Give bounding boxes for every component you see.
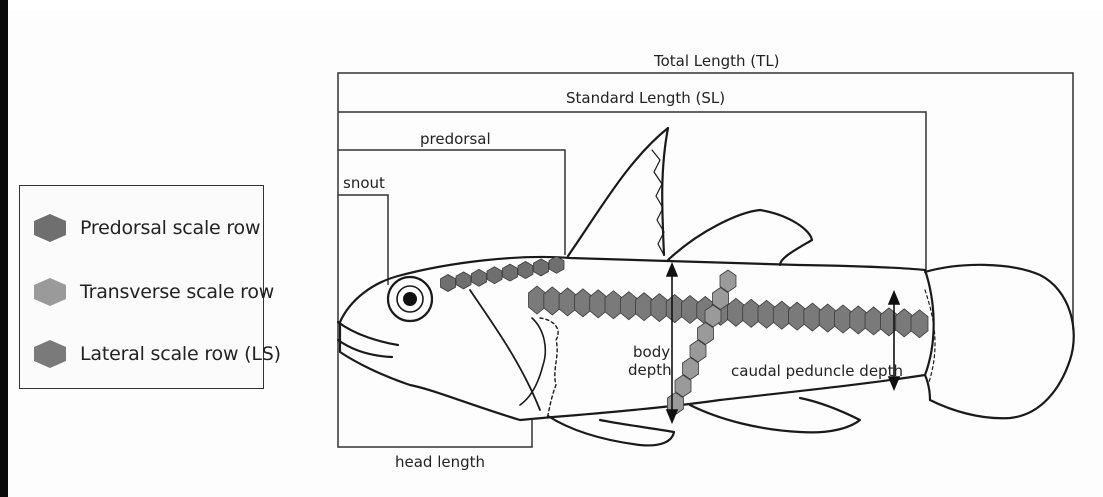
predorsal-scale: [487, 267, 502, 284]
lateral-scale: [865, 307, 882, 335]
legend-item-transverse: Transverse scale row: [34, 278, 274, 306]
transverse-scale-row: [668, 270, 737, 415]
lateral-scale: [620, 292, 637, 320]
lateral-scale: [835, 305, 852, 333]
lateral-scale: [896, 309, 913, 337]
lateral-scale: [758, 300, 775, 328]
second-dorsal-fin: [668, 210, 812, 265]
lateral-scale: [574, 289, 591, 317]
legend-label: Lateral scale row (LS): [80, 343, 281, 365]
legend: Predorsal scale row Transverse scale row…: [19, 185, 264, 389]
lateral-scale: [544, 287, 561, 315]
standard-length-label: Standard Length (SL): [566, 89, 725, 107]
lateral-scale: [804, 303, 821, 331]
legend-item-predorsal: Predorsal scale row: [34, 214, 260, 242]
snout-bracket: [338, 195, 388, 285]
caudal-fin: [925, 265, 1074, 418]
total-length-label: Total Length (TL): [653, 52, 780, 70]
lateral-scale: [773, 301, 790, 329]
caudal-peduncle-depth-label: caudal peduncle depth: [731, 362, 903, 380]
pectoral-fin: [520, 318, 545, 405]
lateral-scale: [743, 299, 760, 327]
predorsal-label: predorsal: [420, 130, 491, 148]
lateral-scale: [605, 291, 622, 319]
dorsal-fin: [568, 128, 668, 256]
body-depth-label-line1: body: [633, 343, 670, 361]
lateral-scale: [789, 302, 806, 330]
transverse-scale-swatch: [34, 278, 66, 306]
body-depth-arrowhead-bottom: [667, 410, 677, 422]
predorsal-scale: [549, 256, 564, 273]
pelvic-fin: [548, 416, 674, 445]
body-depth-label-line2: depth: [628, 361, 672, 379]
lateral-scale: [911, 310, 928, 338]
predorsal-bracket: [338, 150, 565, 255]
predorsal-scale: [518, 262, 533, 279]
predorsal-scale: [456, 272, 471, 289]
lateral-scale: [850, 306, 867, 334]
body-depth-arrowhead-top: [667, 264, 677, 276]
lateral-scale: [559, 288, 576, 316]
lateral-scale: [682, 296, 699, 324]
lateral-scale: [666, 295, 683, 323]
lateral-scale: [651, 294, 668, 322]
predorsal-scale: [503, 264, 518, 281]
mouth-upper: [338, 322, 398, 345]
lateral-scale: [727, 298, 744, 326]
predorsal-scale-row: [441, 256, 565, 291]
predorsal-scale-swatch: [34, 214, 66, 242]
legend-item-lateral: Lateral scale row (LS): [34, 340, 281, 368]
legend-label: Transverse scale row: [80, 281, 274, 303]
lateral-scale-swatch: [34, 340, 66, 368]
lateral-scale: [529, 286, 546, 314]
lateral-scale: [819, 304, 836, 332]
predorsal-scale: [472, 269, 487, 286]
fish-body-outline: [340, 257, 934, 420]
anal-fin: [690, 398, 860, 432]
caudal-depth-arrowhead-top: [889, 292, 899, 304]
snout-label: snout: [343, 174, 385, 192]
lateral-scale: [880, 308, 897, 336]
fish-eye: [388, 277, 432, 321]
head-length-bracket: [338, 360, 532, 447]
legend-label: Predorsal scale row: [80, 217, 260, 239]
lateral-scale: [590, 290, 607, 318]
predorsal-scale: [534, 259, 549, 276]
predorsal-scale: [441, 275, 456, 292]
lateral-scale: [636, 293, 653, 321]
head-length-label: head length: [395, 453, 485, 471]
